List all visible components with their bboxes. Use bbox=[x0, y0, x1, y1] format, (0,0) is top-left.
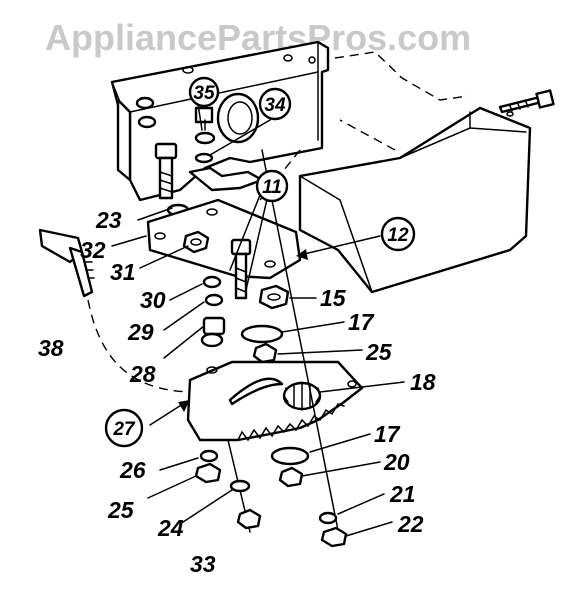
bolt-11 bbox=[230, 238, 252, 300]
callout-22: 22 bbox=[397, 511, 424, 537]
callout-35: 35 bbox=[188, 76, 220, 108]
side-cover bbox=[298, 106, 532, 294]
callout-12: 12 bbox=[380, 216, 416, 252]
callout-11: 11 bbox=[255, 169, 289, 203]
svg-text:35: 35 bbox=[193, 83, 215, 104]
callout-25-upper: 25 bbox=[365, 339, 393, 365]
callout-24: 24 bbox=[157, 515, 184, 541]
callout-30: 30 bbox=[140, 287, 166, 313]
spacer-stack bbox=[200, 275, 226, 348]
watermark-text: AppliancePartsPros.com bbox=[45, 17, 471, 58]
callout-20: 20 bbox=[383, 449, 410, 475]
svg-text:11: 11 bbox=[262, 177, 282, 198]
pinion-gear bbox=[282, 381, 322, 411]
svg-text:27: 27 bbox=[112, 419, 136, 440]
svg-text:12: 12 bbox=[387, 225, 409, 246]
callout-33: 33 bbox=[190, 551, 216, 577]
washer-stack-right bbox=[240, 284, 290, 364]
callout-23: 23 bbox=[95, 207, 122, 233]
leader-lines bbox=[111, 103, 405, 537]
callout-17-upper: 17 bbox=[348, 309, 375, 335]
callout-29: 29 bbox=[127, 319, 154, 345]
handle-phantom-path bbox=[87, 299, 191, 393]
bolt-23 bbox=[154, 142, 190, 217]
callout-34: 34 bbox=[258, 87, 292, 121]
callout-28: 28 bbox=[129, 361, 156, 387]
fastener-stack bbox=[182, 106, 216, 254]
sector-gear-plate bbox=[186, 360, 364, 442]
callout-32: 32 bbox=[80, 237, 106, 263]
cover-bolt bbox=[498, 89, 555, 114]
callout-17-lower: 17 bbox=[374, 421, 401, 447]
callout-26: 26 bbox=[119, 457, 146, 483]
lower-hardware bbox=[194, 446, 348, 548]
callout-27: 27 bbox=[104, 408, 144, 448]
callout-31: 31 bbox=[110, 259, 136, 285]
callout-18: 18 bbox=[410, 369, 436, 395]
handle-38 bbox=[38, 228, 95, 298]
callout-21: 21 bbox=[389, 481, 416, 507]
callout-25-lower: 25 bbox=[107, 497, 135, 523]
shaft-axis bbox=[261, 149, 341, 541]
callout-38: 38 bbox=[38, 335, 64, 361]
svg-text:34: 34 bbox=[264, 95, 286, 116]
upper-bracket bbox=[110, 40, 330, 202]
callout-15: 15 bbox=[320, 285, 347, 311]
